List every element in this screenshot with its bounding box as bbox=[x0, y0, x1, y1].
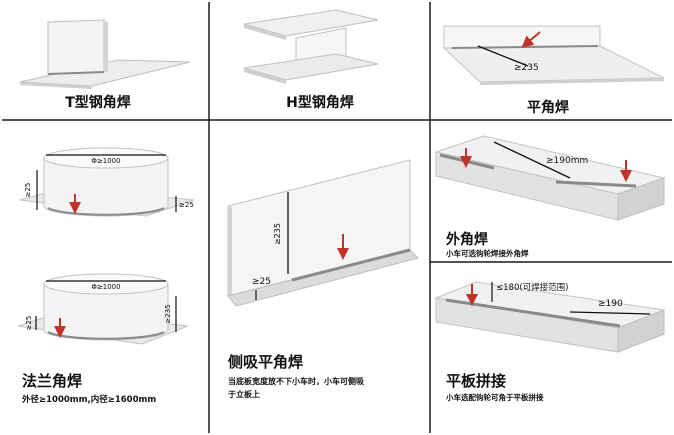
h-joint-bottom-flange-edge bbox=[244, 68, 286, 84]
side-suction-note-line1: 当底板宽度放不下小车时，小车可侧吸 bbox=[228, 376, 364, 386]
flange-top-side-label: ≥25 bbox=[179, 201, 194, 209]
panel-t-joint: T型钢角焊 bbox=[19, 19, 191, 111]
panel-h-joint: H型钢角焊 bbox=[243, 9, 379, 111]
flange-note: 外径≥1000mm,内径≥1600mm bbox=[21, 394, 156, 405]
side-suction-note-line2: 于立板上 bbox=[228, 389, 260, 399]
plate-splice-title: 平板拼接 bbox=[446, 372, 506, 390]
flange-top-weld-seam bbox=[47, 207, 165, 216]
flange-bottom-left-label: ≥25 bbox=[25, 316, 33, 331]
panel-outer-fillet: ≥190mm 外角焊 小车可选钩轮焊接外角焊 bbox=[434, 135, 666, 258]
side-suction-vertical-plate-edge bbox=[228, 206, 232, 297]
t-joint-web-side bbox=[104, 20, 108, 72]
flange-top-height-label: ≥25 bbox=[24, 183, 32, 198]
outer-fillet-right-face bbox=[617, 177, 665, 221]
flat-fillet-base-edge bbox=[480, 78, 664, 85]
plate-splice-range-label: ≤180(可焊接范围) bbox=[496, 282, 568, 293]
flat-fillet-arrow bbox=[521, 31, 541, 48]
outer-fillet-note: 小车可选钩轮焊接外角焊 bbox=[446, 248, 529, 258]
flange-bottom-cylinder-body bbox=[43, 283, 169, 341]
flat-fillet-dim-label: ≥235 bbox=[514, 63, 539, 73]
outer-fillet-weld-seam-right bbox=[555, 180, 637, 188]
h-joint-title: H型钢角焊 bbox=[286, 94, 354, 111]
t-joint-title: T型钢角焊 bbox=[65, 94, 131, 111]
panel-side-suction: ≥235 ≥25 侧吸平角焊 当底板宽度放不下小车时，小车可侧吸 于立板上 bbox=[227, 159, 419, 399]
flange-top-diameter-label: Φ≥1000 bbox=[91, 157, 120, 165]
flange-bottom-cylinder-rim bbox=[43, 273, 169, 295]
flat-fillet-title: 平角焊 bbox=[527, 99, 569, 116]
plate-splice-note: 小车选配钩轮可角于平板拼接 bbox=[446, 392, 544, 402]
flange-top-cylinder-rim bbox=[43, 147, 169, 169]
side-suction-title: 侧吸平角焊 bbox=[228, 353, 303, 371]
flat-fillet-dimension-line bbox=[477, 45, 529, 67]
flange-title: 法兰角焊 bbox=[22, 372, 82, 390]
side-suction-height-label: ≥235 bbox=[273, 223, 282, 245]
panel-plate-splice: ≤180(可焊接范围) ≥190 平板拼接 小车选配钩轮可角于平板拼接 bbox=[434, 281, 666, 402]
h-joint-top-flange-edge bbox=[244, 24, 286, 40]
plate-splice-width-label: ≥190 bbox=[598, 299, 623, 309]
outer-fillet-dimension-line bbox=[493, 141, 571, 179]
flange-bottom-height-label: ≥235 bbox=[164, 304, 172, 323]
flat-fillet-vertical-plate bbox=[443, 25, 601, 49]
plate-splice-right-face bbox=[617, 309, 665, 353]
panel-flat-fillet: ≥235 平角焊 bbox=[442, 25, 665, 116]
t-joint-base-edge bbox=[20, 82, 92, 89]
t-joint-weld-seam bbox=[47, 71, 105, 75]
plate-splice-width-line bbox=[569, 311, 651, 315]
side-suction-base-label: ≥25 bbox=[252, 277, 271, 287]
flange-bottom-diameter-label: Φ≥1000 bbox=[91, 283, 120, 291]
outer-fillet-dim-label: ≥190mm bbox=[546, 156, 588, 166]
side-suction-weld-seam bbox=[291, 248, 411, 282]
flat-fillet-base-plate bbox=[442, 45, 665, 83]
outer-fillet-title: 外角焊 bbox=[446, 231, 488, 248]
panel-flange: Φ≥1000 ≥25 ≥25 Φ≥1000 ≥235 ≥25 法兰角焊 外径≥1… bbox=[17, 147, 195, 405]
t-joint-web-plate bbox=[47, 19, 105, 75]
